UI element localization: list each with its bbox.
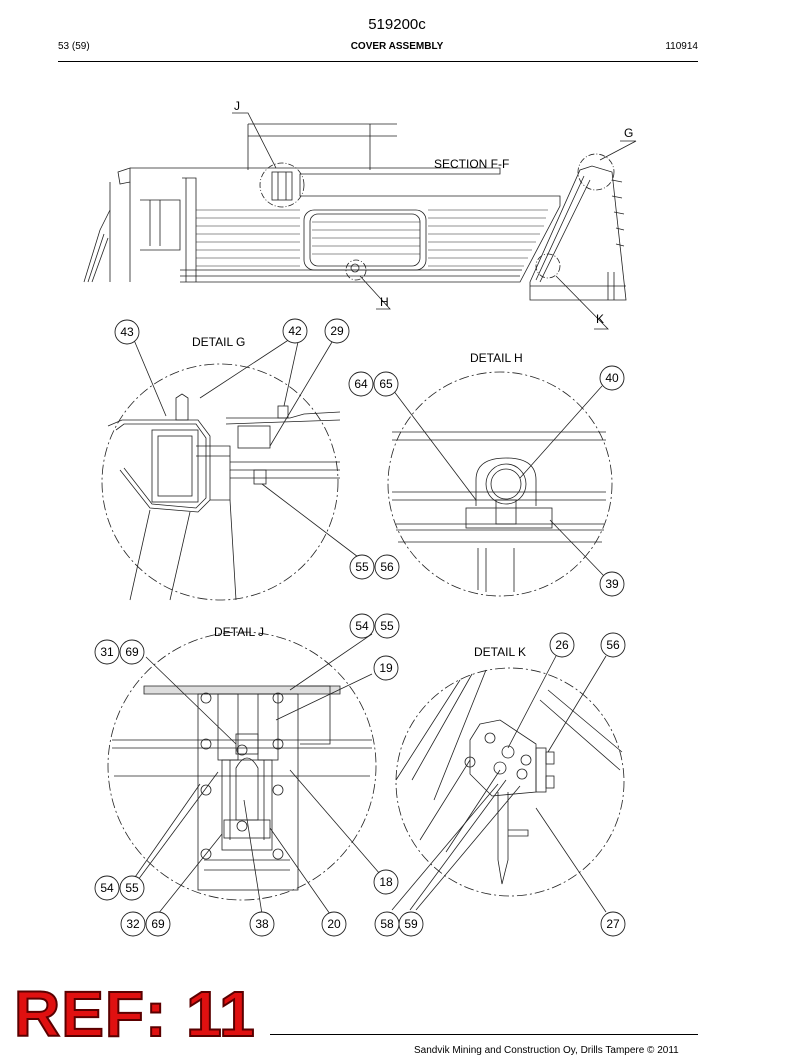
detail-j-view	[107, 631, 381, 915]
svg-text:64: 64	[354, 377, 368, 391]
page-number: 53 (59)	[58, 41, 90, 52]
svg-text:69: 69	[125, 645, 139, 659]
footer-rule	[270, 1034, 698, 1035]
callout-26: 26	[549, 632, 575, 658]
svg-text:38: 38	[255, 917, 269, 931]
callout-32: 32	[120, 911, 146, 937]
svg-text:56: 56	[606, 638, 620, 652]
svg-text:65: 65	[379, 377, 393, 391]
svg-text:43: 43	[120, 325, 134, 339]
svg-text:55: 55	[355, 560, 369, 574]
callout-55: 55	[374, 613, 400, 639]
callout-58: 58	[374, 911, 400, 937]
svg-text:56: 56	[380, 560, 394, 574]
svg-text:59: 59	[404, 917, 418, 931]
svg-text:26: 26	[555, 638, 569, 652]
callout-54: 54	[94, 875, 120, 901]
callout-65: 65	[373, 371, 399, 397]
callout-43: 43	[114, 319, 140, 345]
svg-text:40: 40	[605, 371, 619, 385]
callout-69: 69	[119, 639, 145, 665]
svg-text:55: 55	[125, 881, 139, 895]
view-marker-k: K	[596, 312, 604, 326]
detail-k-view	[391, 655, 625, 913]
svg-text:42: 42	[288, 324, 302, 338]
svg-text:19: 19	[379, 661, 393, 675]
page-title: COVER ASSEMBLY	[350, 41, 444, 52]
document-code: 519200c	[368, 16, 426, 33]
callout-18: 18	[373, 869, 399, 895]
callout-64: 64	[348, 371, 374, 397]
callout-69: 69	[145, 911, 171, 937]
callout-56: 56	[600, 632, 626, 658]
callout-31: 31	[94, 639, 120, 665]
section-label: SECTION F-F	[434, 157, 509, 171]
callout-19: 19	[373, 655, 399, 681]
detail-h-label: DETAIL H	[470, 351, 523, 365]
callout-55: 55	[119, 875, 145, 901]
svg-text:18: 18	[379, 875, 393, 889]
svg-text:20: 20	[327, 917, 341, 931]
detail-h-view	[387, 371, 613, 597]
svg-text:31: 31	[100, 645, 114, 659]
svg-text:58: 58	[380, 917, 394, 931]
detail-k-label: DETAIL K	[474, 645, 526, 659]
callout-40: 40	[599, 365, 625, 391]
view-marker-h: H	[380, 295, 389, 309]
svg-text:55: 55	[380, 619, 394, 633]
svg-text:69: 69	[151, 917, 165, 931]
view-marker-j: J	[234, 99, 240, 113]
callout-20: 20	[321, 911, 347, 937]
svg-text:32: 32	[126, 917, 140, 931]
section-ff-view	[83, 112, 637, 330]
detail-g-label: DETAIL G	[192, 335, 245, 349]
svg-text:54: 54	[100, 881, 114, 895]
ref-stamp: REF: 11	[13, 978, 256, 1050]
callout-39: 39	[599, 571, 625, 597]
callout-54: 54	[349, 613, 375, 639]
callout-38: 38	[249, 911, 275, 937]
detail-g-view	[101, 338, 363, 601]
callout-55: 55	[349, 554, 375, 580]
callout-42: 42	[282, 318, 308, 344]
svg-text:29: 29	[330, 324, 344, 338]
detail-j-label: DETAIL J	[214, 625, 264, 639]
footer-copyright: Sandvik Mining and Construction Oy, Dril…	[414, 1045, 679, 1056]
svg-text:54: 54	[355, 619, 369, 633]
svg-text:39: 39	[605, 577, 619, 591]
view-marker-g: G	[624, 126, 633, 140]
revision-date: 110914	[665, 41, 698, 52]
callout-59: 59	[398, 911, 424, 937]
callout-27: 27	[600, 911, 626, 937]
header-rule	[58, 61, 698, 62]
callout-56: 56	[374, 554, 400, 580]
svg-text:27: 27	[606, 917, 620, 931]
callout-29: 29	[324, 318, 350, 344]
